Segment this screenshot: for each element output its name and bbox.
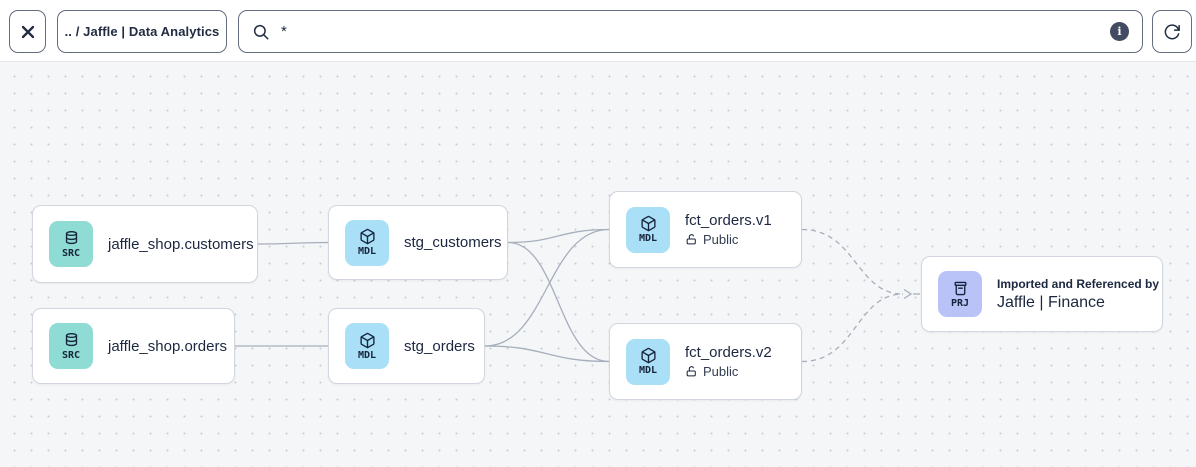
close-icon bbox=[21, 25, 34, 38]
edge-v2-to-project bbox=[801, 293, 904, 363]
access-badge: Public bbox=[685, 232, 772, 247]
database-icon bbox=[65, 230, 77, 244]
node-title: jaffle_shop.orders bbox=[108, 337, 227, 355]
breadcrumb-label: .. / Jaffle | Data Analytics bbox=[64, 24, 220, 39]
lineage-edges bbox=[235, 228, 920, 363]
search-box: i bbox=[238, 10, 1143, 53]
node-title: fct_orders.v2 bbox=[685, 344, 772, 361]
node-jaffle-shop-customers[interactable]: SRC jaffle_shop.customers bbox=[32, 205, 258, 283]
refresh-icon bbox=[1164, 23, 1180, 39]
info-icon[interactable]: i bbox=[1110, 22, 1129, 41]
source-badge: SRC bbox=[49, 221, 93, 267]
node-title: stg_orders bbox=[404, 337, 475, 355]
edge-stgorders-to-v1 bbox=[484, 228, 610, 347]
archive-box-icon bbox=[954, 281, 966, 295]
close-button[interactable] bbox=[9, 10, 46, 53]
badge-label: SRC bbox=[61, 349, 81, 361]
toolbar: .. / Jaffle | Data Analytics i bbox=[0, 0, 1196, 62]
source-badge: SRC bbox=[49, 323, 93, 369]
cube-icon bbox=[640, 215, 656, 232]
search-input[interactable] bbox=[281, 23, 1099, 40]
node-stg-orders[interactable]: MDL stg_orders bbox=[328, 308, 485, 384]
edge-v1-to-project bbox=[801, 228, 904, 295]
model-badge: MDL bbox=[626, 338, 670, 385]
lineage-canvas[interactable]: SRC jaffle_shop.customers SRC jaffle_sho… bbox=[0, 62, 1196, 467]
badge-label: SRC bbox=[61, 247, 81, 259]
edge-customers-to-stg bbox=[257, 241, 329, 245]
access-badge: Public bbox=[685, 364, 772, 379]
node-title: jaffle_shop.customers bbox=[108, 235, 254, 253]
cube-icon bbox=[359, 228, 375, 245]
cube-icon bbox=[640, 347, 656, 364]
model-badge: MDL bbox=[345, 219, 389, 266]
database-icon bbox=[65, 332, 77, 346]
badge-label: MDL bbox=[638, 365, 658, 376]
model-badge: MDL bbox=[626, 206, 670, 253]
project-badge: PRJ bbox=[938, 271, 982, 317]
node-subtitle: Imported and Referenced by bbox=[997, 276, 1160, 291]
edge-arrowhead bbox=[903, 288, 913, 300]
badge-label: MDL bbox=[357, 246, 377, 257]
refresh-button[interactable] bbox=[1152, 10, 1192, 53]
model-badge: MDL bbox=[345, 323, 389, 369]
node-project-jaffle-finance[interactable]: PRJ Imported and Referenced by Jaffle | … bbox=[921, 256, 1163, 332]
access-label: Public bbox=[703, 232, 739, 247]
access-label: Public bbox=[703, 364, 739, 379]
lock-open-icon bbox=[686, 234, 696, 245]
node-fct-orders-v2[interactable]: MDL fct_orders.v2 Public bbox=[609, 323, 802, 400]
breadcrumb[interactable]: .. / Jaffle | Data Analytics bbox=[57, 10, 227, 53]
edge-stgcustomers-to-v2 bbox=[507, 241, 610, 363]
badge-label: PRJ bbox=[950, 297, 970, 309]
node-jaffle-shop-orders[interactable]: SRC jaffle_shop.orders bbox=[32, 308, 235, 384]
node-title: stg_customers bbox=[404, 234, 502, 251]
badge-label: MDL bbox=[357, 349, 377, 361]
node-title: Jaffle | Finance bbox=[997, 293, 1105, 311]
node-title: fct_orders.v1 bbox=[685, 212, 772, 229]
edge-stgorders-to-v2 bbox=[484, 345, 610, 363]
badge-label: MDL bbox=[638, 233, 658, 244]
node-stg-customers[interactable]: MDL stg_customers bbox=[328, 205, 508, 280]
edge-stgcustomers-to-v1 bbox=[507, 228, 610, 244]
search-icon bbox=[253, 24, 269, 39]
lock-open-icon bbox=[686, 366, 696, 377]
cube-icon bbox=[359, 332, 375, 348]
node-fct-orders-v1[interactable]: MDL fct_orders.v1 Public bbox=[609, 191, 802, 268]
